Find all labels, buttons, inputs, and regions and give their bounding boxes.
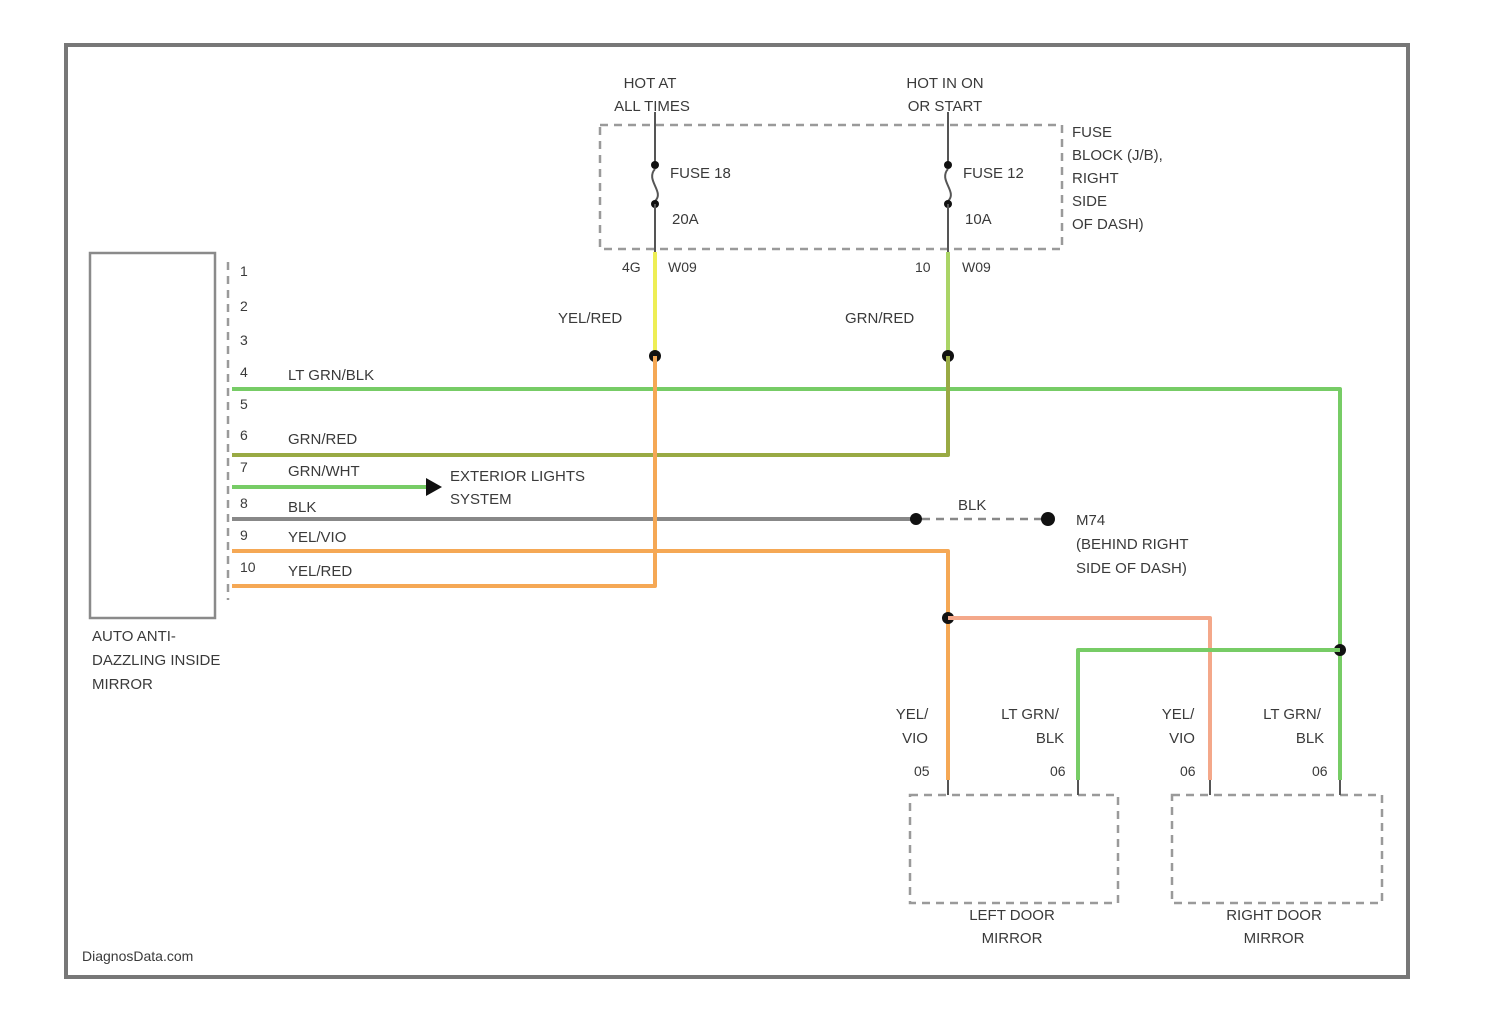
left-door-pin-b: 06 bbox=[1050, 763, 1066, 779]
hot-at-all-times-label-2: ALL TIMES bbox=[614, 98, 690, 115]
ground-point-icon bbox=[1041, 512, 1055, 526]
right-door-mirror-label-1: RIGHT DOOR bbox=[1226, 907, 1322, 924]
fuse-b-pin: 10 bbox=[915, 259, 931, 275]
fuse-b-top-node bbox=[944, 161, 952, 169]
inside-mirror-box bbox=[90, 253, 215, 618]
left-door-mirror-box bbox=[910, 795, 1118, 903]
blk-label: BLK bbox=[288, 499, 316, 516]
watermark: DiagnosData.com bbox=[82, 948, 193, 964]
exterior-lights-label-2: SYSTEM bbox=[450, 491, 512, 508]
inside-mirror-label-3: MIRROR bbox=[92, 676, 153, 693]
fuse-a-label: FUSE 18 bbox=[670, 165, 731, 182]
hot-in-run-label-2: OR START bbox=[908, 98, 982, 115]
fuse-a-symbol bbox=[652, 169, 658, 201]
left-door-grn-label-1: LT GRN/ bbox=[1001, 706, 1060, 723]
right-door-pin-b: 06 bbox=[1312, 763, 1328, 779]
right-door-mirror-label-2: MIRROR bbox=[1244, 930, 1305, 947]
left-door-mirror-label-2: MIRROR bbox=[982, 930, 1043, 947]
exterior-lights-arrow-icon bbox=[426, 478, 442, 496]
fuse-a-pin: 4G bbox=[622, 259, 641, 275]
fuse-a-connector: W09 bbox=[668, 259, 697, 275]
left-door-yel-label-2: VIO bbox=[902, 730, 928, 747]
ground-id: M74 bbox=[1076, 512, 1105, 529]
mirror-pin-10: 10 bbox=[240, 559, 256, 575]
fuse-block-label-3: RIGHT bbox=[1072, 170, 1119, 187]
right-door-pin-a: 06 bbox=[1180, 763, 1196, 779]
mirror-pin-4: 4 bbox=[240, 364, 248, 380]
lt-grn-blk-label: LT GRN/BLK bbox=[288, 367, 374, 384]
hot-at-all-times-label: HOT AT bbox=[624, 75, 677, 92]
exterior-lights-label-1: EXTERIOR LIGHTS bbox=[450, 468, 585, 485]
grn-red-feed-label: GRN/RED bbox=[845, 310, 914, 327]
fuse-b-rating: 10A bbox=[965, 211, 992, 228]
inside-mirror-label-1: AUTO ANTI- bbox=[92, 628, 176, 645]
mirror-pin-1: 1 bbox=[240, 263, 248, 279]
blk-splice bbox=[910, 513, 922, 525]
fuse-b-label: FUSE 12 bbox=[963, 165, 1024, 182]
yel-red-label: YEL/RED bbox=[288, 563, 352, 580]
fuse-b-connector: W09 bbox=[962, 259, 991, 275]
right-door-yel-label-1: YEL/ bbox=[1162, 706, 1195, 723]
right-door-mirror-box bbox=[1172, 795, 1382, 903]
grn-wht-label: GRN/WHT bbox=[288, 463, 360, 480]
yel-vio-label: YEL/VIO bbox=[288, 529, 346, 546]
ground-desc-2: SIDE OF DASH) bbox=[1076, 560, 1187, 577]
fuse-block-label-1: FUSE bbox=[1072, 124, 1112, 141]
fuse-block-label-5: OF DASH) bbox=[1072, 216, 1144, 233]
mirror-pin-2: 2 bbox=[240, 298, 248, 314]
fuse-block-label-2: BLOCK (J/B), bbox=[1072, 147, 1163, 164]
mirror-pin-3: 3 bbox=[240, 332, 248, 348]
right-door-yel-label-2: VIO bbox=[1169, 730, 1195, 747]
ground-desc-1: (BEHIND RIGHT bbox=[1076, 536, 1189, 553]
left-door-yel-label-1: YEL/ bbox=[896, 706, 929, 723]
right-door-grn-label-2: BLK bbox=[1296, 730, 1324, 747]
inside-mirror-label-2: DAZZLING INSIDE bbox=[92, 652, 220, 669]
yel-red-feed-label: YEL/RED bbox=[558, 310, 622, 327]
left-door-grn-label-2: BLK bbox=[1036, 730, 1064, 747]
fuse-b-symbol bbox=[945, 169, 951, 201]
fuse-a-top-node bbox=[651, 161, 659, 169]
diagram-frame bbox=[66, 45, 1408, 977]
left-door-pin-a: 05 bbox=[914, 763, 930, 779]
mirror-pin-7: 7 bbox=[240, 459, 248, 475]
fuse-block-box bbox=[600, 125, 1062, 249]
grn-red-label: GRN/RED bbox=[288, 431, 357, 448]
fuse-a-rating: 20A bbox=[672, 211, 699, 228]
left-door-mirror-label-1: LEFT DOOR bbox=[969, 907, 1055, 924]
right-door-grn-label-1: LT GRN/ bbox=[1263, 706, 1322, 723]
fuse-block-label-4: SIDE bbox=[1072, 193, 1107, 210]
blk-ground-label: BLK bbox=[958, 497, 986, 514]
mirror-pin-8: 8 bbox=[240, 495, 248, 511]
mirror-pin-6: 6 bbox=[240, 427, 248, 443]
mirror-pin-9: 9 bbox=[240, 527, 248, 543]
mirror-pin-5: 5 bbox=[240, 396, 248, 412]
hot-in-run-label: HOT IN ON bbox=[906, 75, 983, 92]
